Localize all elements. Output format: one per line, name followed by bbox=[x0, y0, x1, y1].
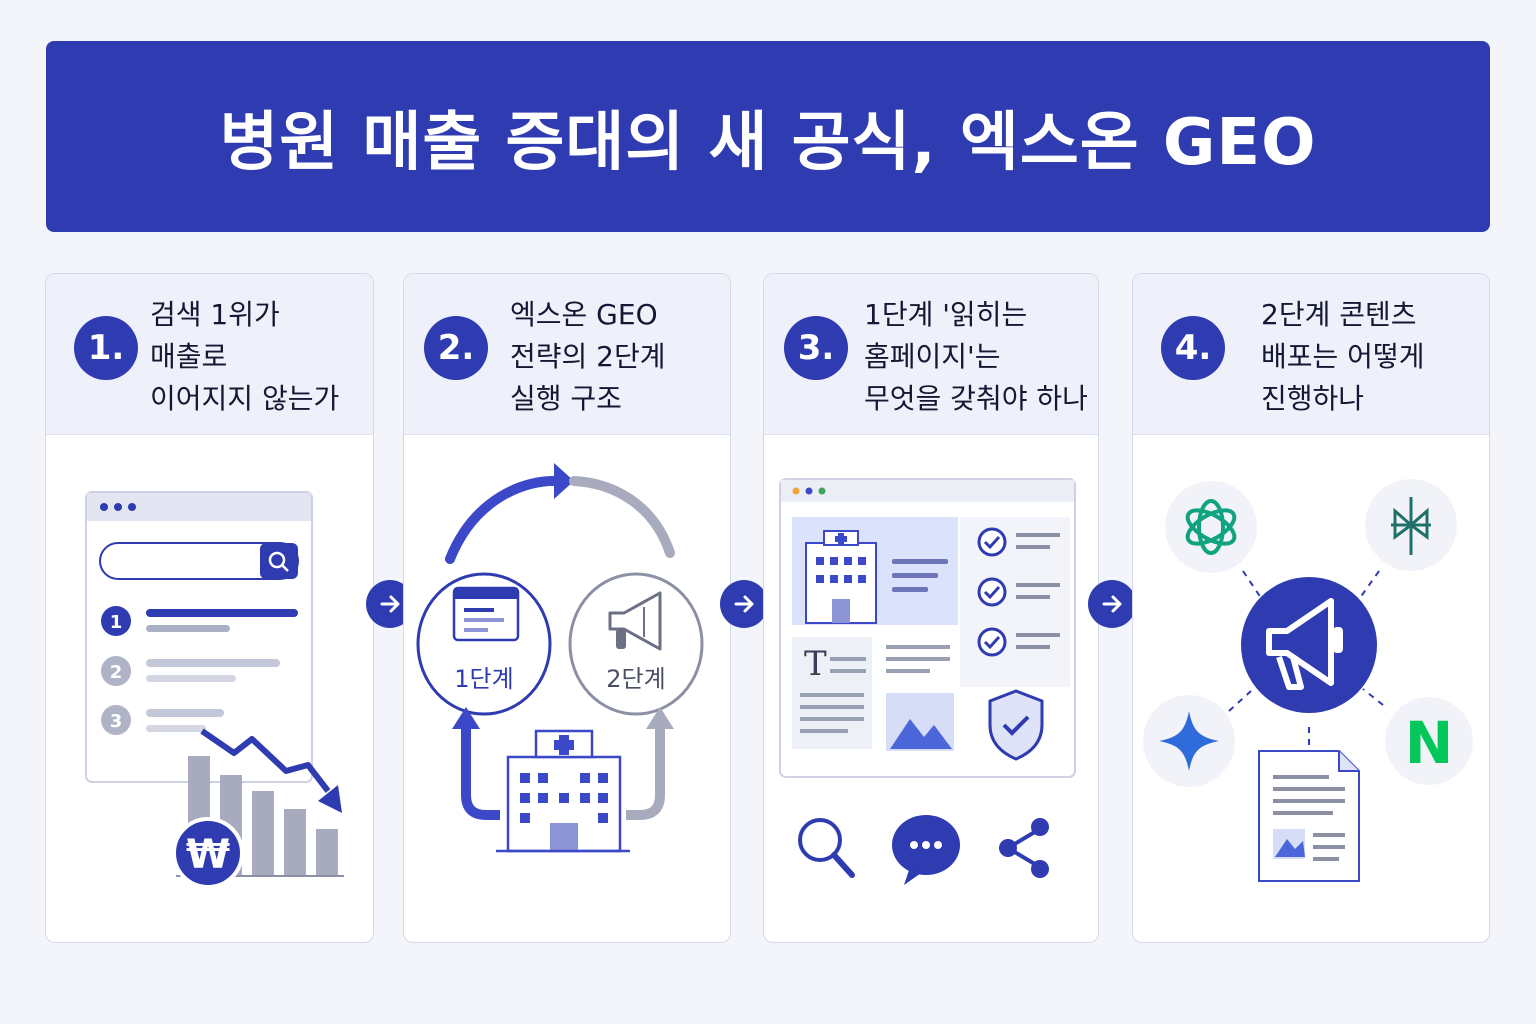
step-number: 4. bbox=[1161, 316, 1225, 380]
naver-icon: N bbox=[1385, 697, 1473, 785]
step-card-4: 4. 2단계 콘텐츠 배포는 어떻게 진행하나 bbox=[1132, 273, 1490, 943]
title-banner: 병원 매출 증대의 새 공식, 엑스온 GEO bbox=[46, 41, 1490, 232]
step-number: 2. bbox=[424, 316, 488, 380]
rank-1: 1 bbox=[110, 612, 123, 633]
card-title: 1단계 '읽히는 홈페이지'는 무엇을 갖춰야 하나 bbox=[864, 298, 1088, 415]
svg-text:₩: ₩ bbox=[186, 832, 230, 878]
openai-icon bbox=[1165, 481, 1257, 573]
two-stage-cycle-illustration: 1단계 2단계 bbox=[416, 463, 704, 853]
megaphone-icon bbox=[608, 591, 662, 651]
next-arrow-3 bbox=[1088, 580, 1136, 628]
content-distribution-illustration: N bbox=[1143, 479, 1473, 882]
share-icon bbox=[999, 818, 1049, 878]
step-number: 1. bbox=[74, 316, 138, 380]
card-header: 4. 2단계 콘텐츠 배포는 어떻게 진행하나 bbox=[1133, 274, 1489, 435]
arrow-right-icon bbox=[734, 595, 754, 613]
step-card-1: 1. 검색 1위가 매출로 이어지지 않는가 1 2 3 bbox=[45, 273, 374, 943]
hospital-icon bbox=[805, 530, 877, 624]
hospital-icon bbox=[496, 729, 630, 853]
rank-3: 3 bbox=[110, 711, 123, 732]
browser-icon bbox=[452, 586, 520, 642]
card-title: 엑스온 GEO 전략의 2단계 실행 구조 bbox=[510, 298, 666, 415]
arrow-right-icon bbox=[1102, 595, 1122, 613]
next-arrow-2 bbox=[720, 580, 768, 628]
document-icon bbox=[1258, 750, 1360, 882]
card-header: 2. 엑스온 GEO 전략의 2단계 실행 구조 bbox=[404, 274, 730, 435]
search-bar bbox=[99, 542, 299, 580]
page-title: 병원 매출 증대의 새 공식, 엑스온 GEO bbox=[219, 105, 1317, 180]
search-icon bbox=[268, 551, 289, 572]
search-icon bbox=[798, 818, 855, 878]
megaphone-icon bbox=[1241, 577, 1377, 713]
step-card-3: 3. 1단계 '읽히는 홈페이지'는 무엇을 갖춰야 하나 T bbox=[763, 273, 1099, 943]
text-glyph: T bbox=[804, 644, 827, 684]
step-number: 3. bbox=[784, 316, 848, 380]
stage-2-label: 2단계 bbox=[606, 665, 665, 693]
shield-check-icon bbox=[988, 689, 1044, 761]
stage-1-node: 1단계 bbox=[416, 572, 552, 716]
stage-1-label: 1단계 bbox=[454, 665, 513, 693]
chat-icon bbox=[892, 815, 960, 885]
checklist-icon bbox=[960, 517, 1070, 687]
readable-homepage-illustration: T bbox=[779, 478, 1076, 885]
gemini-icon bbox=[1143, 695, 1235, 787]
card-title: 검색 1위가 매출로 이어지지 않는가 bbox=[150, 298, 340, 415]
stage-2-node: 2단계 bbox=[568, 572, 704, 716]
arrow-right-icon bbox=[380, 595, 400, 613]
card-title: 2단계 콘텐츠 배포는 어떻게 진행하나 bbox=[1261, 298, 1425, 415]
search-ranking-illustration: 1 2 3 ₩ bbox=[85, 491, 344, 889]
step-card-2: 2. 엑스온 GEO 전략의 2단계 실행 구조 1단계 bbox=[403, 273, 731, 943]
svg-text:N: N bbox=[1405, 709, 1454, 777]
card-header: 3. 1단계 '읽히는 홈페이지'는 무엇을 갖춰야 하나 bbox=[764, 274, 1098, 435]
perplexity-icon bbox=[1365, 479, 1457, 571]
rank-2: 2 bbox=[110, 662, 123, 683]
card-header: 1. 검색 1위가 매출로 이어지지 않는가 bbox=[46, 274, 373, 435]
won-icon: ₩ bbox=[172, 817, 244, 889]
